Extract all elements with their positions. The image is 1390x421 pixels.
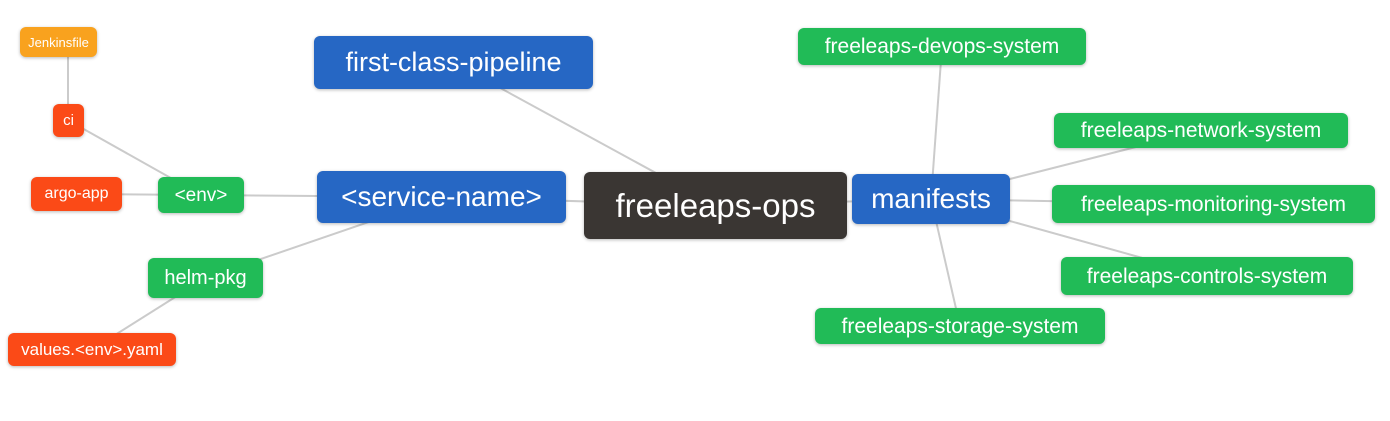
node-controls-system[interactable]: freeleaps-controls-system [1061, 257, 1353, 295]
node-monitoring-system[interactable]: freeleaps-monitoring-system [1052, 185, 1375, 223]
node-ci[interactable]: ci [53, 104, 84, 137]
node-storage-system[interactable]: freeleaps-storage-system [815, 308, 1105, 344]
node-helm-pkg[interactable]: helm-pkg [148, 258, 263, 298]
node-service-name[interactable]: <service-name> [317, 171, 566, 223]
node-freeleaps-ops[interactable]: freeleaps-ops [584, 172, 847, 239]
node-manifests[interactable]: manifests [852, 174, 1010, 224]
node-devops-system[interactable]: freeleaps-devops-system [798, 28, 1086, 65]
node-env[interactable]: <env> [158, 177, 244, 213]
edge-manifests-devops-system [930, 46, 943, 200]
node-first-class-pipeline[interactable]: first-class-pipeline [314, 36, 593, 89]
node-network-system[interactable]: freeleaps-network-system [1054, 113, 1348, 148]
node-values-yaml[interactable]: values.<env>.yaml [8, 333, 176, 366]
node-argo-app[interactable]: argo-app [31, 177, 122, 211]
node-jenkinsfile[interactable]: Jenkinsfile [20, 27, 97, 57]
